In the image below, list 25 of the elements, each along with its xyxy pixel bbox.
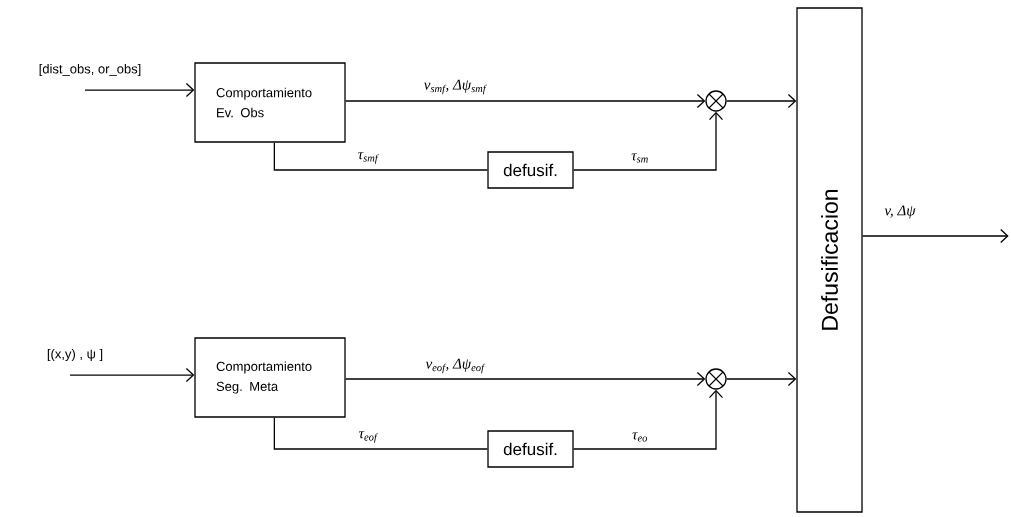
edge-label: τ$_{eof}$ [359, 431, 379, 443]
edge-label: τ$_{sm}$ [631, 153, 648, 163]
arrow [84, 82, 195, 98]
multiplier-circle [705, 90, 727, 112]
edge-label: v, Δψ [884, 205, 916, 219]
arrow [573, 389, 724, 450]
defuzzification-box: Defusificacion [796, 7, 863, 513]
arrow [573, 111, 724, 171]
arrow [345, 93, 706, 109]
arrow [69, 367, 195, 383]
process-box: Comportamiento Ev. Obs [194, 62, 346, 143]
arrow [726, 93, 797, 109]
process-box: Comportamiento Seg. Meta [194, 337, 346, 418]
process-box: defusif. [487, 151, 574, 189]
arrow [862, 228, 1009, 244]
input-label: [dist_obs, or_obs] [39, 63, 141, 77]
process-box: defusif. [487, 430, 574, 468]
arrow [345, 371, 706, 387]
edge-label: v$_{eof}$, Δψ$_{eof}$ [425, 358, 486, 374]
arrow [726, 371, 797, 387]
edge-label: v$_{smf}$, Δψ$_{smf}$ [424, 79, 487, 95]
edge-label: τ$_{eo}$ [632, 432, 648, 442]
multiplier-circle [705, 368, 727, 390]
edge-label: τ$_{smf}$ [358, 152, 379, 164]
input-label: [(x,y) , ψ ] [47, 348, 103, 362]
